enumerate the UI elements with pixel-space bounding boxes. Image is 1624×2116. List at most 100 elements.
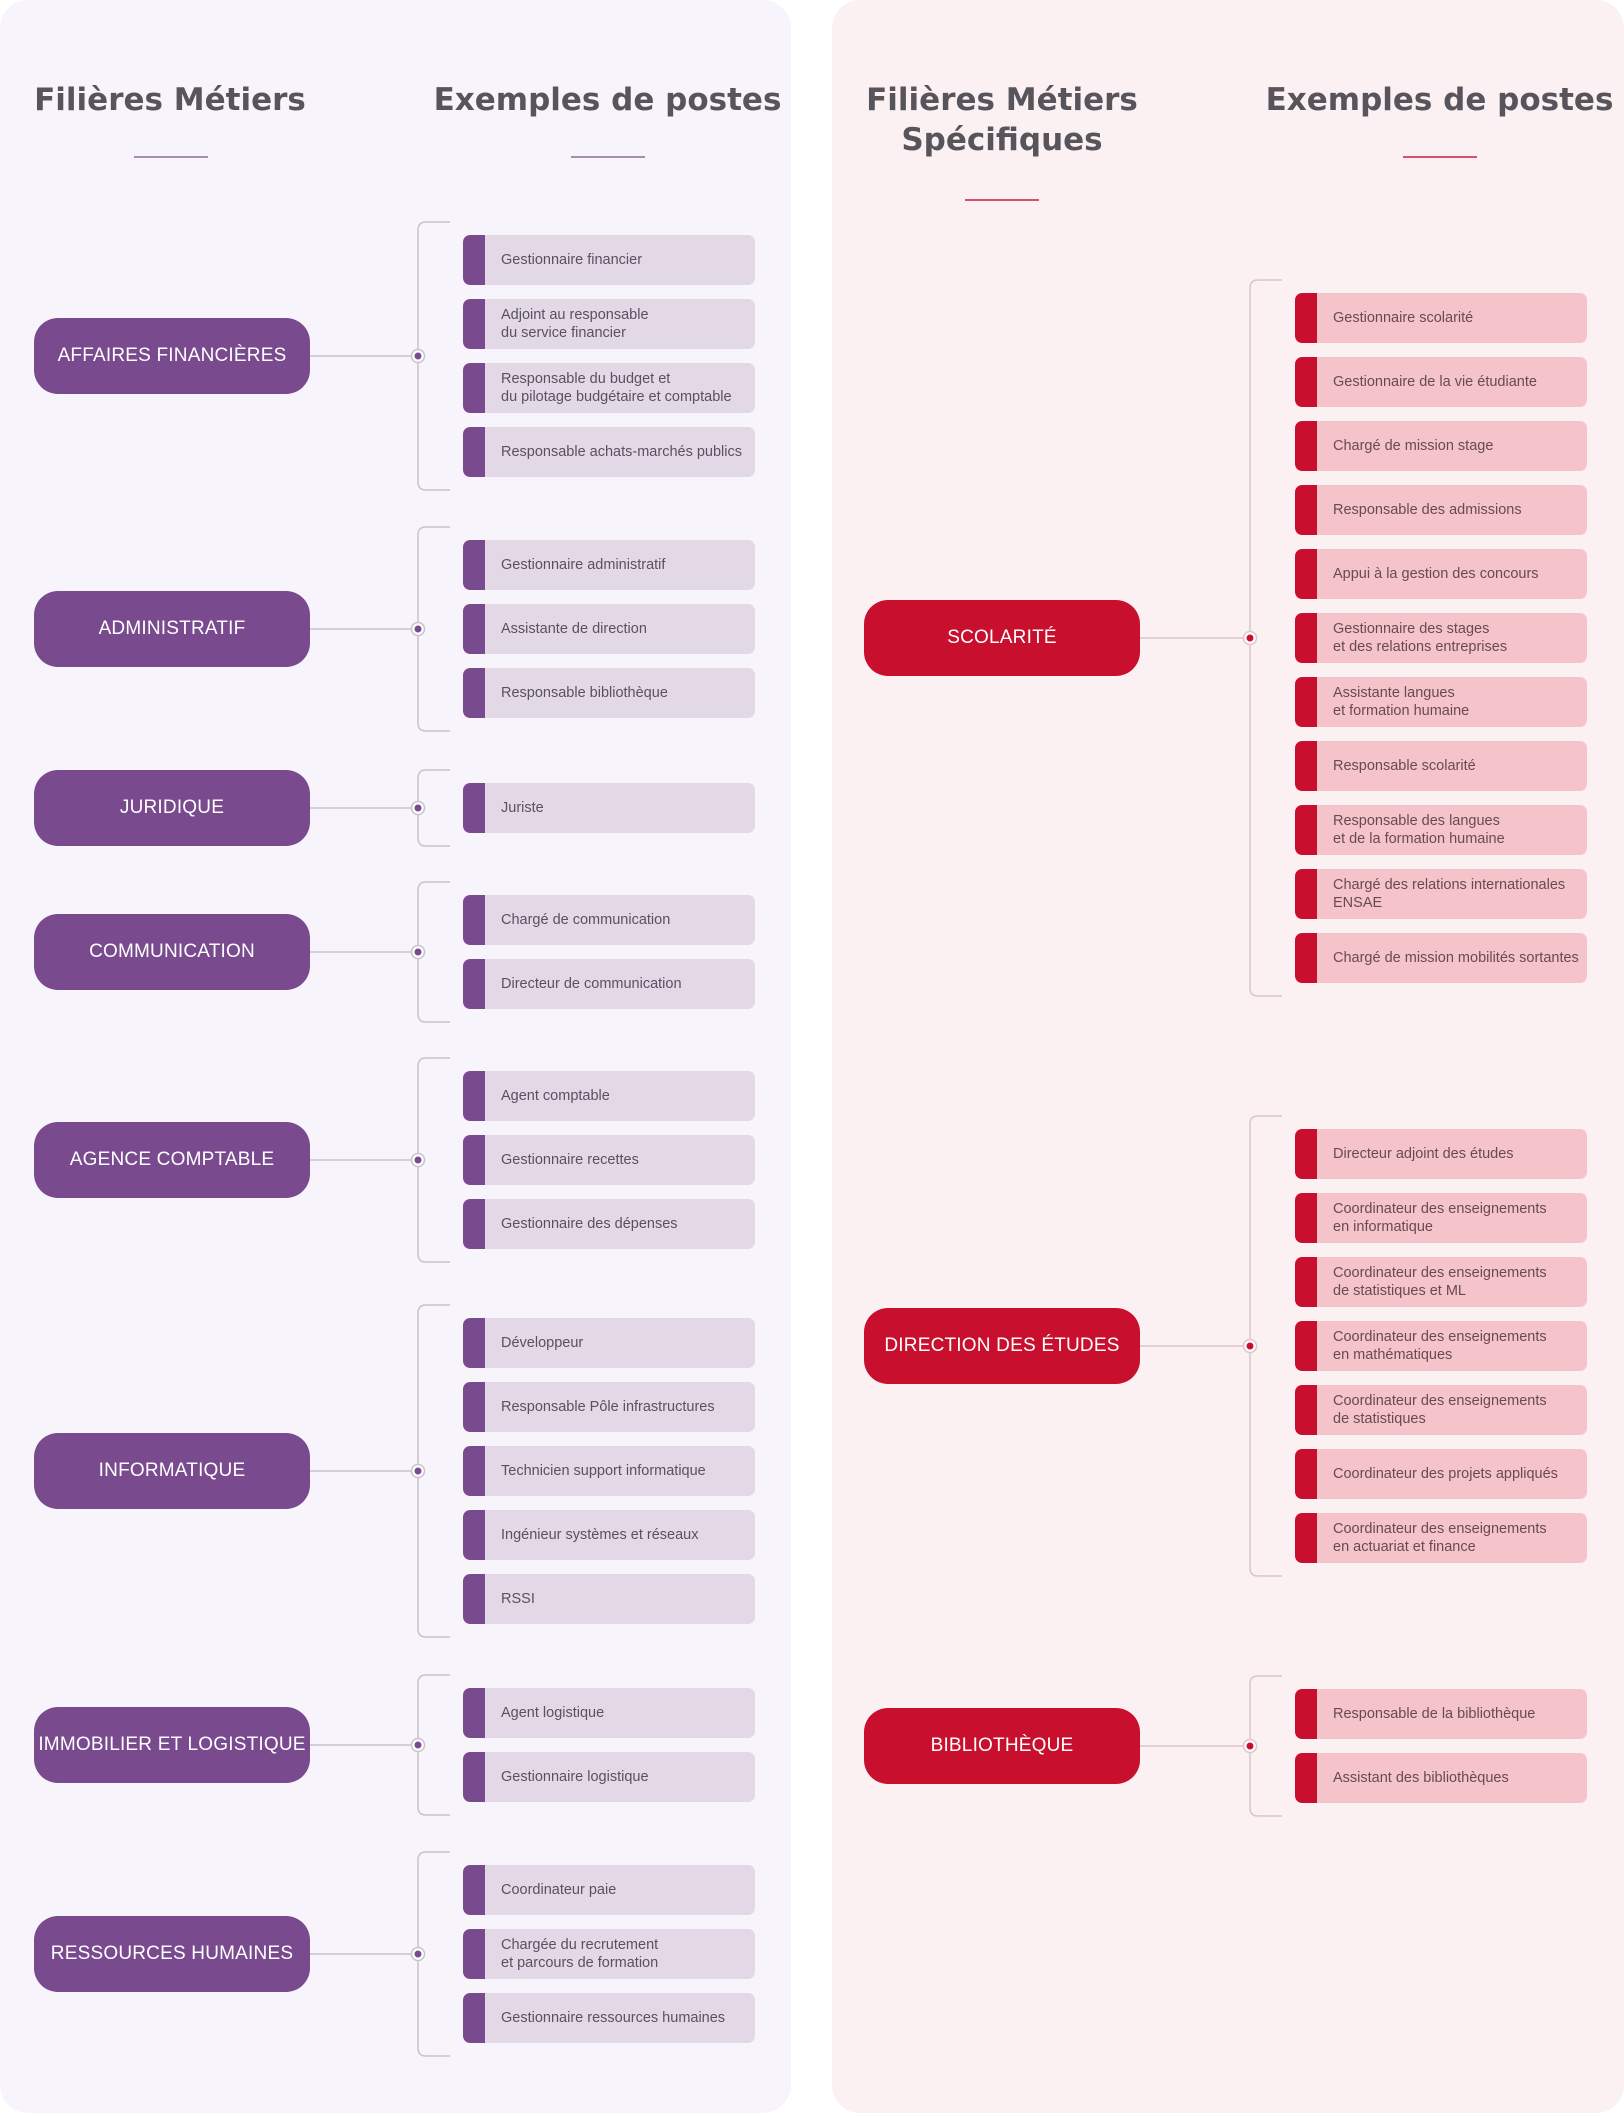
- post-tab-marker: [1295, 933, 1317, 983]
- post-tab-marker: [463, 299, 485, 349]
- panel-right: Filières Métiers Spécifiques Exemples de…: [832, 0, 1624, 2113]
- post-label: RSSI: [501, 1591, 535, 1607]
- post-tab-marker: [463, 1318, 485, 1368]
- post-label: Gestionnaire logistique: [501, 1769, 649, 1785]
- node-dot-scolarite: [1246, 634, 1254, 642]
- post-tab-marker: [1295, 1385, 1317, 1435]
- post-tab-marker: [463, 1752, 485, 1802]
- post-item: Gestionnaire scolarité: [1295, 293, 1587, 343]
- post-label: Coordinateur paie: [501, 1882, 617, 1898]
- post-label: Responsable scolarité: [1333, 758, 1476, 774]
- post-tab-marker: [1295, 1689, 1317, 1739]
- category-communication: COMMUNICATION: [34, 914, 310, 990]
- post-tab-marker: [463, 1510, 485, 1560]
- post-tab-marker: [463, 1993, 485, 2043]
- node-dot-affaires-financieres: [414, 352, 422, 360]
- post-item: Juriste: [463, 783, 755, 833]
- post-label: Coordinateur des enseignements de statis…: [1333, 1393, 1547, 1427]
- post-item: Responsable du budget et du pilotage bud…: [463, 363, 755, 413]
- category-ressources-humaines: RESSOURCES HUMAINES: [34, 1916, 310, 1992]
- post-item: Ingénieur systèmes et réseaux: [463, 1510, 755, 1560]
- post-item: Chargé des relations internationales ENS…: [1295, 869, 1587, 919]
- post-item: Responsable bibliothèque: [463, 668, 755, 718]
- left-connectors: [310, 221, 450, 2057]
- post-tab-marker: [1295, 1449, 1317, 1499]
- node-dot-agence-comptable: [414, 1156, 422, 1164]
- node-dot-direction-des-etudes: [1246, 1342, 1254, 1350]
- post-item: Coordinateur des enseignements de statis…: [1295, 1385, 1587, 1435]
- post-label: Agent comptable: [501, 1088, 610, 1104]
- post-label: Chargée du recrutement et parcours de fo…: [501, 1937, 659, 1971]
- post-label: Chargé de mission mobilités sortantes: [1333, 950, 1579, 966]
- post-tab-marker: [463, 1688, 485, 1738]
- post-item: Chargée du recrutement et parcours de fo…: [463, 1929, 755, 1979]
- post-item: Gestionnaire financier: [463, 235, 755, 285]
- post-tab-marker: [1295, 1193, 1317, 1243]
- post-item: Responsable des langues et de la formati…: [1295, 805, 1587, 855]
- post-item: Coordinateur des enseignements de statis…: [1295, 1257, 1587, 1307]
- category-scolarite: SCOLARITÉ: [864, 600, 1140, 676]
- post-tab-marker: [463, 363, 485, 413]
- post-label: Gestionnaire financier: [501, 252, 643, 268]
- post-label: Directeur adjoint des études: [1333, 1146, 1514, 1162]
- post-tab-marker: [463, 540, 485, 590]
- right-title-categories: Filières Métiers Spécifiques: [866, 82, 1138, 158]
- post-label: Responsable bibliothèque: [501, 685, 668, 701]
- post-label: Gestionnaire des dépenses: [501, 1216, 678, 1232]
- post-tab-marker: [463, 895, 485, 945]
- post-label: Développeur: [501, 1335, 584, 1351]
- post-label: Assistant des bibliothèques: [1333, 1770, 1509, 1786]
- post-label: Gestionnaire administratif: [501, 557, 666, 573]
- post-item: Chargé de mission stage: [1295, 421, 1587, 471]
- node-dot-bibliotheque: [1246, 1742, 1254, 1750]
- right-title-underline-categories: [965, 199, 1039, 201]
- post-label: Directeur de communication: [501, 976, 682, 992]
- post-tab-marker: [463, 783, 485, 833]
- post-tab-marker: [1295, 1753, 1317, 1803]
- post-item: Gestionnaire recettes: [463, 1135, 755, 1185]
- post-item: Responsable de la bibliothèque: [1295, 1689, 1587, 1739]
- post-tab-marker: [463, 1135, 485, 1185]
- post-item: Assistante de direction: [463, 604, 755, 654]
- post-item: Coordinateur des enseignements en mathém…: [1295, 1321, 1587, 1371]
- post-item: Adjoint au responsable du service financ…: [463, 299, 755, 349]
- post-tab-marker: [1295, 293, 1317, 343]
- post-item: Agent comptable: [463, 1071, 755, 1121]
- post-tab-marker: [463, 427, 485, 477]
- post-tab-marker: [463, 1929, 485, 1979]
- post-tab-marker: [463, 1071, 485, 1121]
- post-tab-marker: [463, 959, 485, 1009]
- category-administratif: ADMINISTRATIF: [34, 591, 310, 667]
- node-dot-immobilier-et-logistique: [414, 1741, 422, 1749]
- post-item: Coordinateur des enseignements en inform…: [1295, 1193, 1587, 1243]
- post-label: Assistante de direction: [501, 621, 647, 637]
- post-label: Chargé de mission stage: [1333, 438, 1494, 454]
- post-item: Gestionnaire logistique: [463, 1752, 755, 1802]
- post-item: Agent logistique: [463, 1688, 755, 1738]
- post-label: Agent logistique: [501, 1705, 605, 1721]
- right-title-underline-posts: [1403, 156, 1477, 158]
- post-tab-marker: [1295, 421, 1317, 471]
- post-tab-marker: [1295, 485, 1317, 535]
- post-tab-marker: [463, 1446, 485, 1496]
- post-tab-marker: [463, 668, 485, 718]
- post-tab-marker: [1295, 1513, 1317, 1563]
- post-item: Développeur: [463, 1318, 755, 1368]
- post-item: Gestionnaire de la vie étudiante: [1295, 357, 1587, 407]
- post-item: Gestionnaire des dépenses: [463, 1199, 755, 1249]
- category-immobilier-et-logistique: IMMOBILIER ET LOGISTIQUE: [34, 1707, 310, 1783]
- post-item: Gestionnaire des stages et des relations…: [1295, 613, 1587, 663]
- post-label: Juriste: [501, 800, 544, 816]
- post-label: Coordinateur des projets appliqués: [1333, 1466, 1558, 1482]
- post-tab-marker: [1295, 613, 1317, 663]
- node-dot-informatique: [414, 1467, 422, 1475]
- post-tab-marker: [1295, 1257, 1317, 1307]
- post-tab-marker: [1295, 677, 1317, 727]
- left-title-categories: Filières Métiers: [34, 82, 306, 118]
- post-label: Responsable achats-marchés publics: [501, 444, 742, 460]
- post-label: Appui à la gestion des concours: [1333, 566, 1539, 582]
- post-label: Chargé de communication: [501, 912, 671, 928]
- post-tab-marker: [1295, 549, 1317, 599]
- post-tab-marker: [463, 604, 485, 654]
- post-label: Gestionnaire ressources humaines: [501, 2010, 726, 2026]
